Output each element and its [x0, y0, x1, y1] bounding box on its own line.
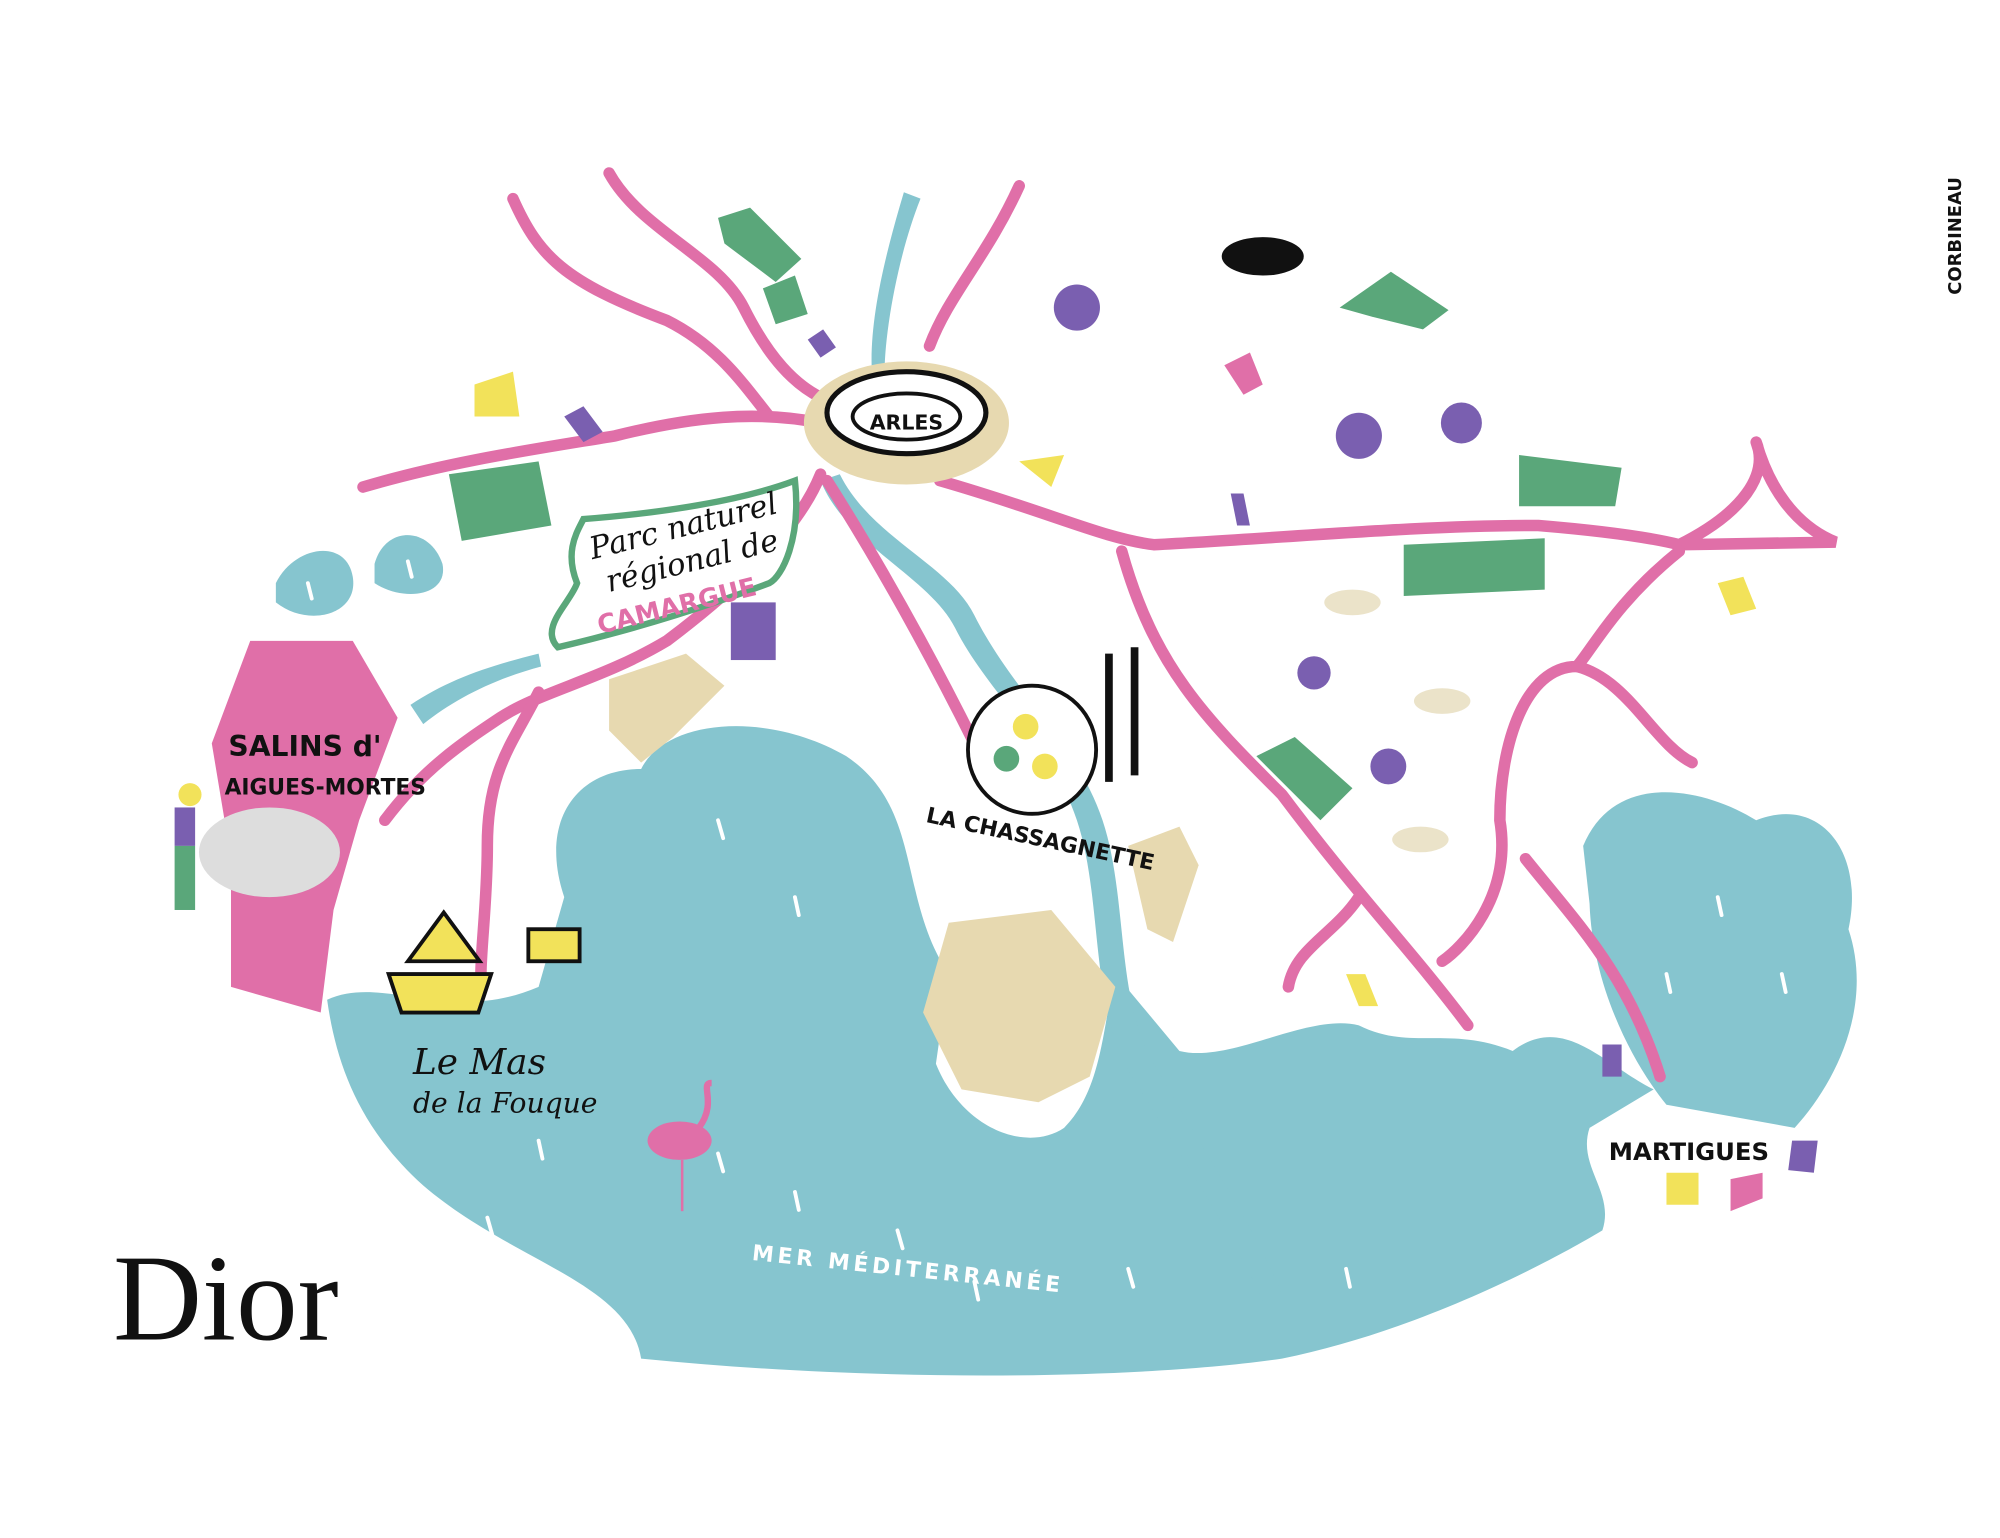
- salins-label-line2: AIGUES-MORTES: [225, 776, 426, 801]
- horse-icon: [1324, 589, 1471, 853]
- dior-logo: Dior: [113, 1229, 339, 1366]
- chassagnette-plate-icon: [966, 647, 1139, 816]
- mas-label-line1: Le Mas: [412, 1042, 546, 1083]
- gardian-cabin-icon: [730, 602, 776, 661]
- park-label-frame: [548, 476, 800, 651]
- salt-worker-icon: [174, 783, 340, 910]
- mas-label-line2: de la Fouque: [413, 1086, 597, 1119]
- pond: [275, 550, 354, 616]
- bull-icon: [1221, 237, 1304, 276]
- martigues-label: MARTIGUES: [1609, 1137, 1769, 1166]
- arles-label: ARLES: [870, 410, 943, 434]
- credit-signature: CORBINEAU: [1945, 177, 1966, 295]
- water-dashes: [305, 559, 1788, 1302]
- salins-label-line1: SALINS d': [228, 730, 381, 763]
- flamingo-icon: [647, 1079, 713, 1212]
- lagoon-and-sea: [327, 726, 1654, 1376]
- mas-de-la-fouque-icon: [385, 909, 582, 1015]
- small-river: [410, 653, 542, 725]
- trees: [1053, 284, 1482, 785]
- arles-arena-icon: [803, 361, 1009, 485]
